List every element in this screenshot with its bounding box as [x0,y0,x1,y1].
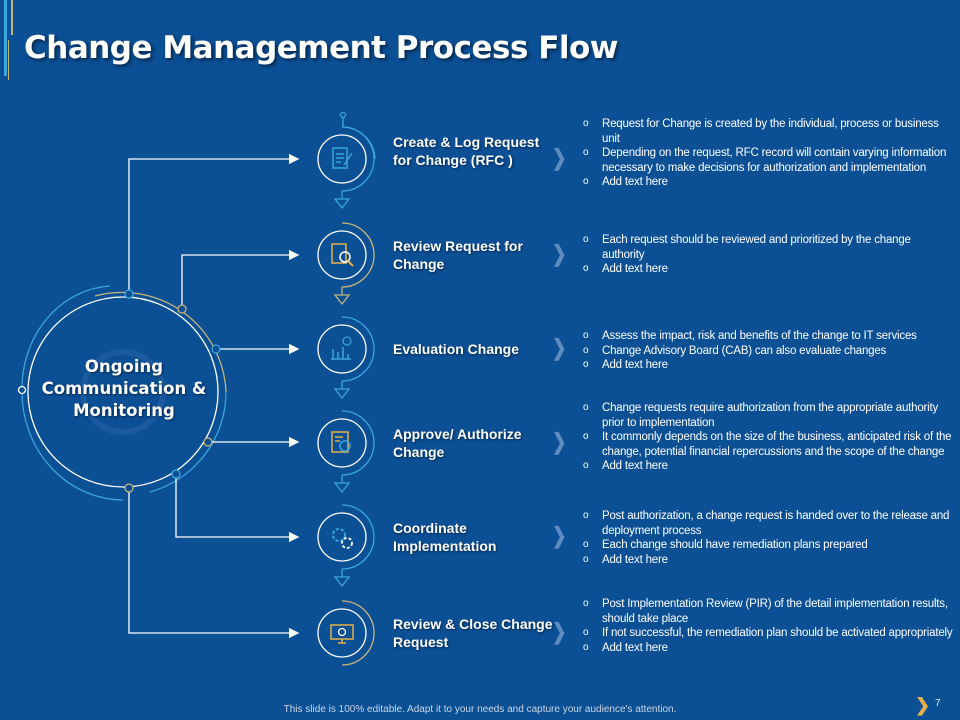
step-node [317,504,375,588]
bullet-item: Change Advisory Board (CAB) can also eva… [583,344,953,359]
bullet-item: Add text here [583,641,953,656]
accent-bar [8,40,9,80]
step-node [317,600,375,666]
bullet-item: Add text here [583,358,953,373]
step-node [317,316,375,400]
bullet-item: Post authorization, a change request is … [583,509,953,538]
accent-bar [11,0,13,35]
footer-note: This slide is 100% editable. Adapt it to… [283,704,677,715]
step-title: Approve/ Authorize Change [393,426,522,460]
bullet-item: Depending on the request, RFC record wil… [583,146,953,175]
bullet-item: Assess the impact, risk and benefits of … [583,329,953,344]
bullet-item: It commonly depends on the size of the b… [583,430,953,459]
step-description: Each request should be reviewed and prio… [583,233,953,277]
chevron-right-icon: ❯ [551,145,567,170]
chevron-right-icon: ❯ [551,619,567,644]
step-title: Evaluation Change [393,341,520,357]
document-approve-icon [331,431,351,453]
bullet-item: Post Implementation Review (PIR) of the … [583,597,953,626]
chevron-right-icon: ❯ [551,335,567,360]
step-node [317,126,375,210]
accent-bar [4,0,7,76]
step-title: Review & Close Change Request [393,616,553,650]
connector-nodes [17,111,347,493]
document-search-icon [331,243,354,267]
bullet-item: Add text here [583,459,953,474]
chevron-right-icon: ❯ [551,241,567,266]
step-description: Post authorization, a change request is … [583,509,953,567]
monitor-check-icon [330,624,354,644]
step-description: Change requests require authorization fr… [583,401,953,474]
step-title: Create & Log Request for Change (RFC ) [393,134,540,168]
step-node [317,410,375,494]
step-description: Assess the impact, risk and benefits of … [583,329,953,373]
chevron-right-icon: ❯ [551,429,567,454]
center-label: Ongoing Communication & Monitoring [41,357,207,420]
page-title: Change Management Process Flow [24,30,618,66]
gears-icon [332,528,353,549]
step-title: Coordinate Implementation [393,520,497,554]
bullet-item: Add text here [583,553,953,568]
chart-money-icon [331,336,352,360]
document-edit-icon [332,147,353,169]
bullet-item: Each change should have remediation plan… [583,538,953,553]
bullet-item: Add text here [583,175,953,190]
center-circle [21,285,227,501]
step-title: Review Request for Change [393,238,523,272]
next-chevron-icon[interactable]: ❯ [915,695,931,715]
bullet-item: If not successful, the remediation plan … [583,626,953,641]
step-node [317,222,375,306]
bullet-item: Request for Change is created by the ind… [583,117,953,146]
chevron-right-icon: ❯ [551,523,567,548]
step-description: Post Implementation Review (PIR) of the … [583,597,953,655]
step-description: Request for Change is created by the ind… [583,117,953,190]
bullet-item: Add text here [583,262,953,277]
connector-lines [128,153,300,639]
page-number: 7 [935,698,941,709]
bullet-item: Change requests require authorization fr… [583,401,953,430]
bullet-item: Each request should be reviewed and prio… [583,233,953,262]
